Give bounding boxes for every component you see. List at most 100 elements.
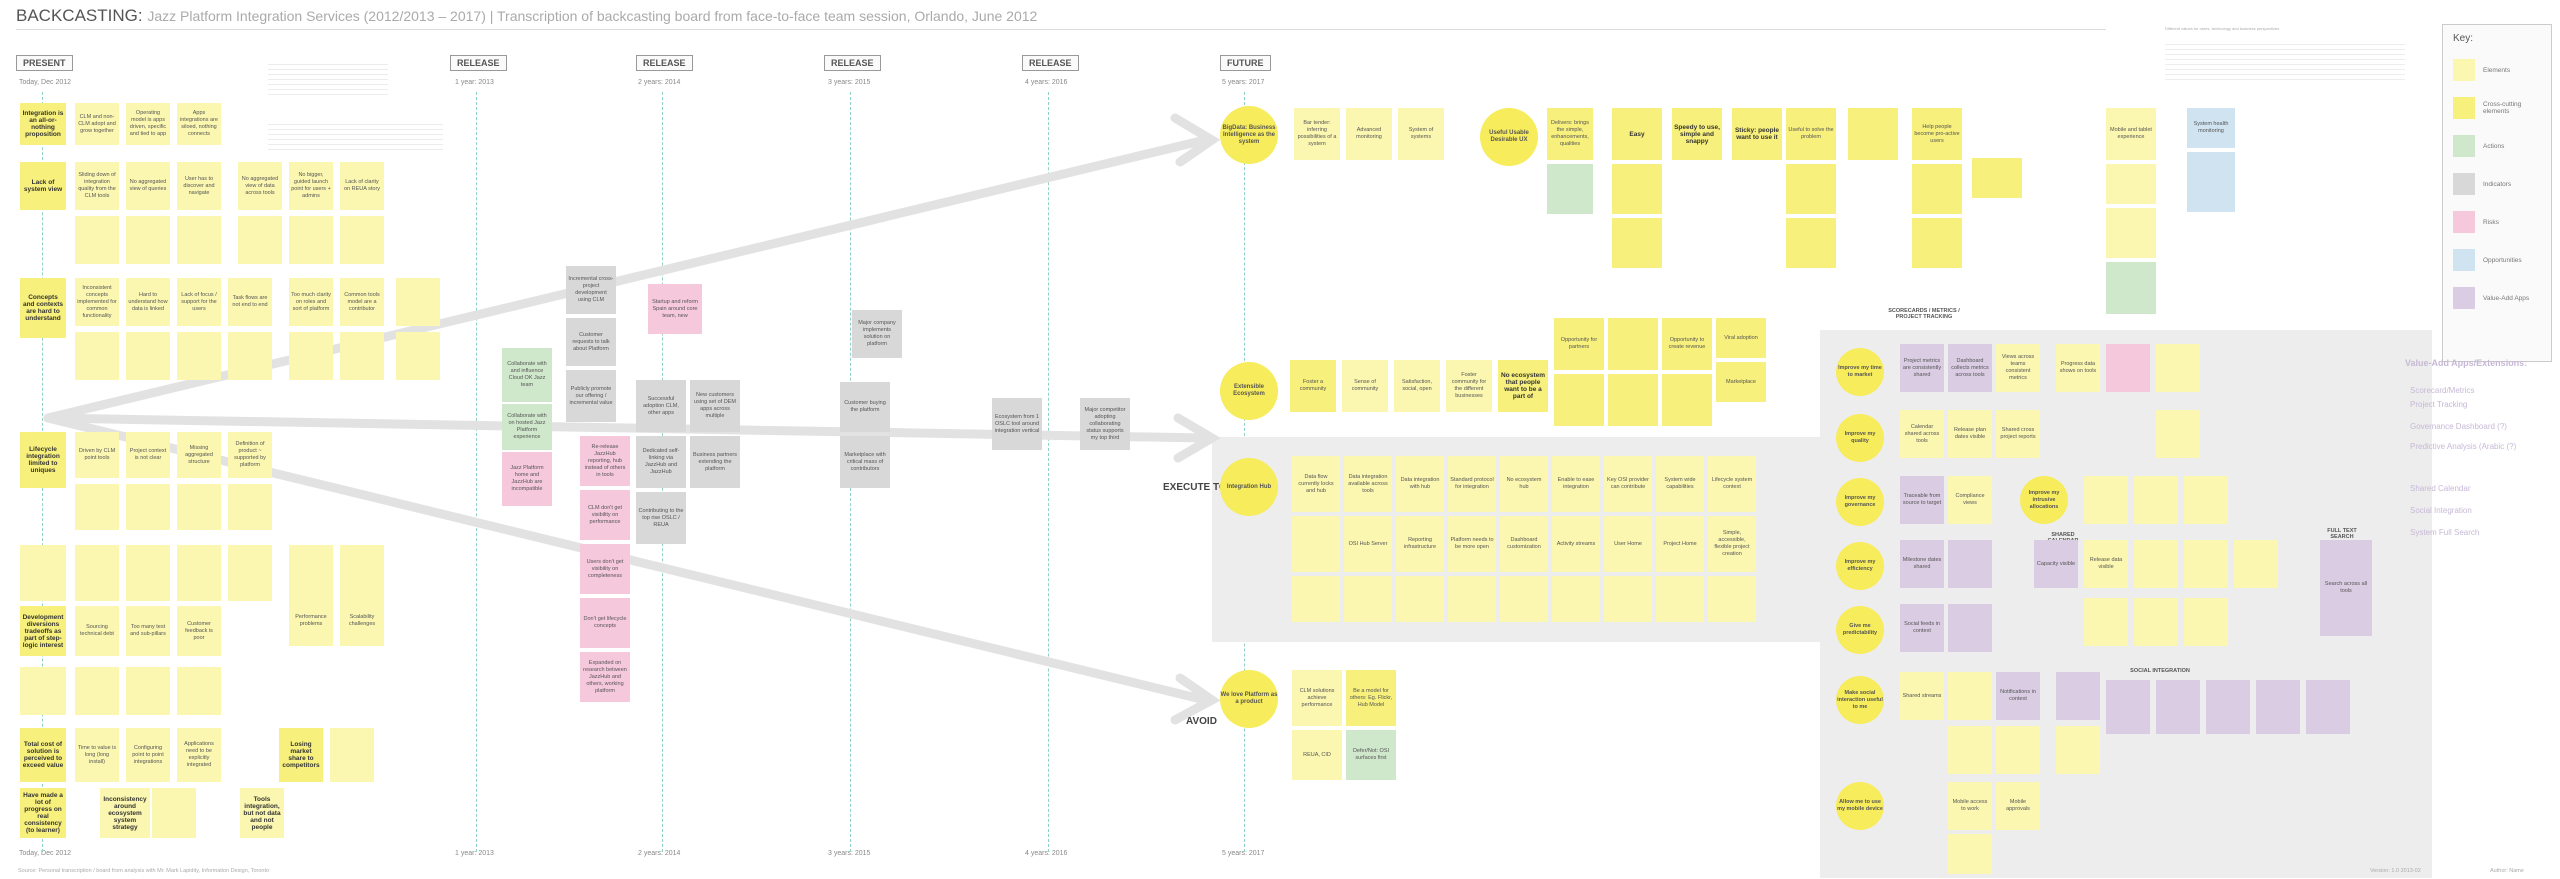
future-note: Advanced monitoring: [1346, 108, 1392, 160]
present-note: Time to value is long (long install): [75, 728, 119, 782]
hub-note-filler: [1448, 576, 1496, 622]
present-note-filler: [75, 484, 119, 530]
future-circle-bigdata: BigData: Business Intelligence as the sy…: [1220, 106, 1278, 164]
release-bottom-4: 4 years: 2016: [1025, 850, 1068, 857]
value-circle: Improve my efficiency: [1836, 542, 1884, 590]
present-item-1: Integration is an all-or-nothing proposi…: [20, 103, 66, 145]
value-note: Search across all tools: [2320, 540, 2372, 636]
future-note-filler: [2106, 208, 2156, 258]
hub-note: Data flow currently locks and hub: [1292, 456, 1340, 512]
future-note: Speedy to use, simple and snappy: [1672, 108, 1722, 160]
section-title-search: FULL TEXT SEARCH: [2327, 528, 2357, 540]
present-item-7: Have made a lot of progress on real cons…: [20, 788, 66, 838]
future-note-filler: [1662, 374, 1712, 426]
risk-note: CLM don't get visibility on performance: [580, 490, 630, 540]
future-circle-avoid: We love Platform as a product: [1220, 670, 1278, 728]
value-note-filler: [2056, 672, 2100, 720]
hub-note-filler: [1552, 576, 1600, 622]
present-note-filler: [238, 216, 282, 264]
hub-note: Activity streams: [1552, 516, 1600, 572]
present-note: Lack of focus / support for the users: [177, 278, 221, 326]
present-note-filler: [177, 545, 221, 601]
value-note-filler: [1948, 726, 1992, 774]
hub-note: Data integration available across tools: [1344, 456, 1392, 512]
future-circle-ux: Useful Usable Desirable UX: [1480, 108, 1538, 166]
present-note-filler: [289, 332, 333, 380]
hub-note: No ecosystem hub: [1500, 456, 1548, 512]
future-note-filler: [1972, 158, 2022, 198]
present-note: No aggregated view of queries: [126, 162, 170, 210]
value-note-filler: [2056, 726, 2100, 774]
opportunity-note-filler: [2187, 152, 2235, 212]
release-line-1: [476, 92, 477, 852]
present-note-filler: [75, 216, 119, 264]
value-note: Mobile access to work: [1948, 782, 1992, 830]
present-note: Sliding down of integration quality from…: [75, 162, 119, 210]
future-note-filler: [1912, 164, 1962, 214]
value-note-filler: [2134, 476, 2178, 524]
value-note: Social feeds in context: [1900, 604, 1944, 652]
future-note: Help people become pro-active users: [1912, 108, 1962, 160]
present-note: Lack of clarity on REUA story: [340, 162, 384, 210]
present-note: Losing market share to competitors: [279, 728, 323, 782]
legend-swatch-risks: [2453, 211, 2475, 233]
risk-note: Don't get lifecycle concepts: [580, 598, 630, 648]
present-sublabel: Today, Dec 2012: [19, 79, 72, 86]
value-note: Dashboard collects metrics across tools: [1948, 344, 1992, 392]
avoid-note: Be a model for others: Eg. Flickr, Hub M…: [1346, 670, 1396, 726]
present-item-4: Lifecycle integration limited to uniques: [20, 432, 66, 488]
hub-note: Platform needs to be more open: [1448, 516, 1496, 572]
hub-note: Data integration with hub: [1396, 456, 1444, 512]
avoid-label: AVOID: [1186, 716, 1217, 727]
avoid-note: CLM solutions achieve performance: [1292, 670, 1342, 726]
future-note-filler: [1612, 164, 1662, 214]
page-title: BACKCASTING: Jazz Platform Integration S…: [16, 6, 1037, 26]
present-note-filler: [177, 332, 221, 380]
release-bottom-3: 3 years: 2015: [828, 850, 871, 857]
value-circle: Give me predictability: [1836, 606, 1884, 654]
value-add-item: Shared Calendar: [2410, 484, 2471, 493]
value-note-filler: [1996, 726, 2040, 774]
future-header: FUTURE: [1220, 55, 1271, 71]
hub-note: Simple, accessible, flexible project cre…: [1708, 516, 1756, 572]
future-note: Opportunity for partners: [1554, 318, 1604, 370]
present-item-3: Concepts and contexts are hard to unders…: [20, 278, 66, 338]
section-title-scorecards: SCORECARDS / METRICS / PROJECT TRACKING: [1888, 308, 1960, 320]
release-sublabel-3: 3 years: 2015: [828, 79, 871, 86]
present-bottom-label: Today, Dec 2012: [19, 850, 72, 857]
release-header-3: RELEASE: [824, 55, 881, 71]
future-note: Mobile and tablet experience: [2106, 108, 2156, 160]
value-add-item: System Full Search: [2410, 528, 2480, 537]
present-note: Too much clarity on roles and sort of pl…: [289, 278, 333, 326]
value-note: Project metrics are consistently shared: [1900, 344, 1944, 392]
release-bottom-1: 1 year: 2013: [455, 850, 494, 857]
future-note: Foster community for the different busin…: [1446, 360, 1492, 412]
legend-swatch-crosscutting: [2453, 97, 2475, 119]
indicator-note: Incremental cross-project development us…: [566, 266, 616, 314]
value-add-item: Project Tracking: [2410, 400, 2468, 409]
hub-note: Enable to ease integration: [1552, 456, 1600, 512]
avoid-note: Defer/Not: OSI surfaces first: [1346, 730, 1396, 780]
value-note-filler: [2206, 680, 2250, 734]
indicator-note: Major competitor adopting collaborating …: [1080, 398, 1130, 450]
risk-note: Startup and reform Spain around core tea…: [648, 284, 702, 334]
value-add-item: Social Integration: [2410, 506, 2472, 515]
future-note: Foster a community: [1290, 360, 1336, 412]
top-right-note-lines: [2165, 40, 2405, 80]
indicator-note: Marketplace with critical mass of contri…: [840, 436, 890, 488]
hub-note-filler: [1656, 576, 1704, 622]
indicator-note: Dedicated self-linking via JazzHub and J…: [636, 436, 686, 488]
value-circle: Improve my time to market: [1836, 348, 1884, 396]
value-note-filler: [2306, 680, 2350, 734]
value-note: Shared streams: [1900, 672, 1944, 720]
legend-label: Elements: [2483, 67, 2511, 74]
action-note: [2106, 262, 2156, 314]
future-note-filler: [2106, 164, 2156, 204]
release-sublabel-2: 2 years: 2014: [638, 79, 681, 86]
present-note-filler: [126, 545, 170, 601]
legend-label: Opportunities: [2483, 257, 2522, 264]
hub-note: Dashboard customization: [1500, 516, 1548, 572]
risk-note: Users don't get visibility on completene…: [580, 544, 630, 594]
present-note-filler: [330, 728, 374, 782]
value-circle: Improve my quality: [1836, 414, 1884, 462]
